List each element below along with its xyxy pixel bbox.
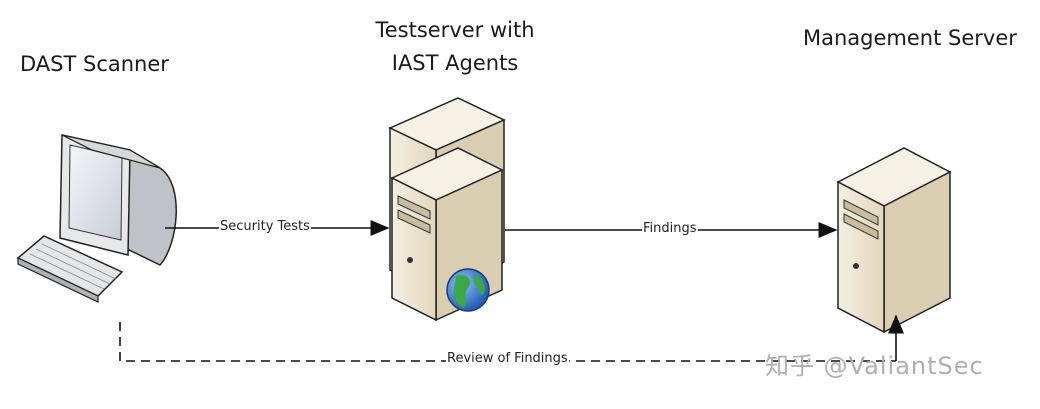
security-tests-label: Security Tests [219, 219, 311, 234]
review-of-findings-label: Review of Findings [446, 351, 569, 366]
edge-review-of-findings [119, 322, 896, 362]
testserver-label: Testserver with IAST Agents [350, 14, 560, 80]
watermark: 知乎 @ValiantSec [765, 352, 984, 380]
management-server-icon [836, 147, 952, 334]
dast-scanner-label: DAST Scanner [20, 52, 169, 76]
globe-icon [446, 268, 490, 312]
computer-icon [16, 134, 177, 303]
testserver-label-line1: Testserver with [375, 18, 535, 42]
findings-label: Findings [642, 221, 698, 236]
testserver-label-line2: IAST Agents [391, 51, 519, 75]
management-server-label: Management Server [803, 26, 1017, 50]
